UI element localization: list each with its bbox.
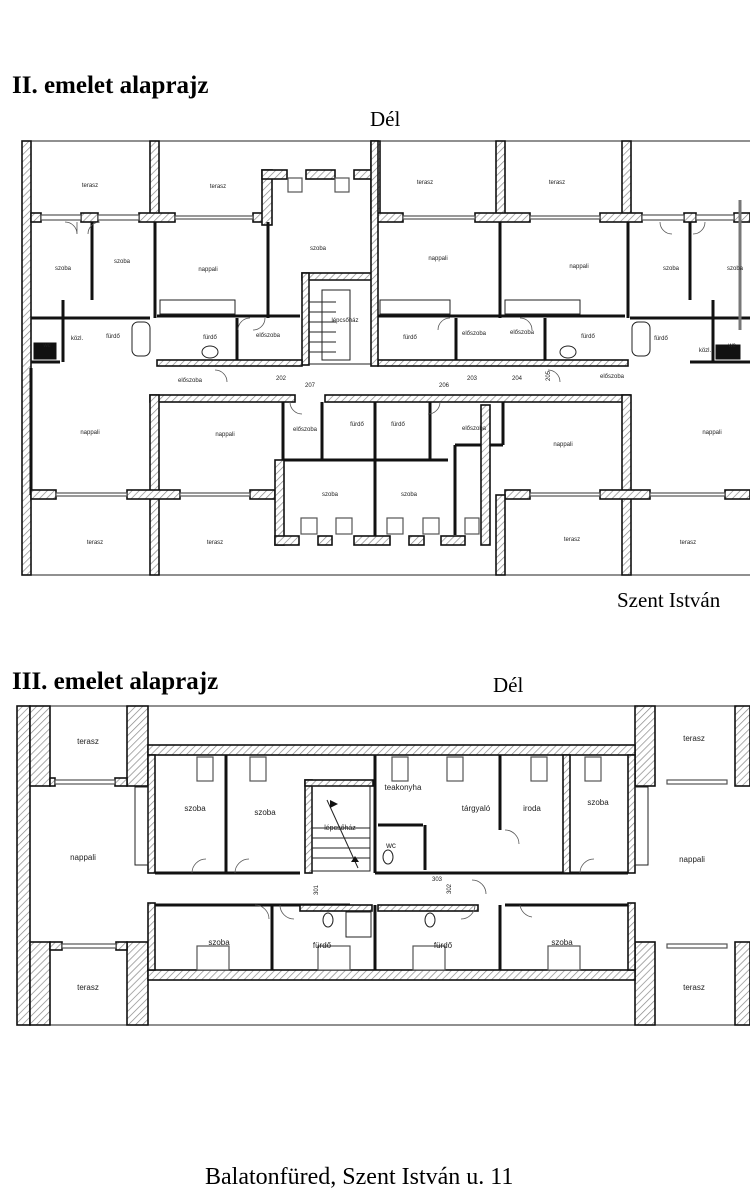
floor3-orientation-label: Dél (493, 673, 524, 697)
room-label: szoba (587, 798, 609, 807)
unit-number: 207 (305, 383, 316, 389)
room-label: szoba (401, 492, 418, 498)
room-label: előszoba (600, 374, 625, 380)
room-label: szoba (663, 266, 680, 272)
room-label: terasz (77, 737, 99, 746)
room-label: nappali (428, 256, 447, 262)
unit-number: 205 (546, 370, 552, 381)
room-label: terasz (210, 184, 226, 190)
room-label: nappali (198, 267, 217, 273)
room-label: fürdő (106, 334, 120, 340)
floor2-room-labels: terasz terasz terasz terasz szoba szoba … (42, 180, 743, 546)
floor2-orientation-label: Dél (370, 107, 401, 131)
room-label: szoba (184, 804, 206, 813)
room-label: szoba (254, 808, 276, 817)
room-label: közl. (699, 348, 712, 354)
room-label: terasz (683, 734, 705, 743)
room-label: nappali (679, 855, 705, 864)
room-label: szoba (322, 492, 339, 498)
room-label: terasz (680, 540, 696, 546)
room-label: előszoba (510, 330, 535, 336)
room-label: szoba (208, 938, 230, 947)
room-label: nappali (702, 430, 721, 436)
room-label: terasz (87, 540, 103, 546)
room-label: terasz (207, 540, 223, 546)
room-label: közl. (71, 336, 84, 342)
unit-number: 206 (439, 383, 450, 389)
room-label: lépcsőház (324, 825, 356, 832)
room-label: nappali (569, 264, 588, 270)
room-label: fürdő (403, 335, 417, 341)
room-label: fürdő (654, 336, 668, 342)
room-label: fürdő (350, 422, 364, 428)
room-label: előszoba (178, 378, 203, 384)
room-label: előszoba (293, 427, 318, 433)
room-label: szoba (727, 266, 744, 272)
room-label: fürdő (313, 941, 332, 950)
room-label: terasz (683, 983, 705, 992)
room-label: fürdő (581, 334, 595, 340)
room-label: wc (42, 343, 50, 349)
room-label: terasz (549, 180, 565, 186)
room-label: előszoba (462, 426, 487, 432)
unit-number: 301 (314, 884, 320, 895)
room-label: terasz (564, 537, 580, 543)
room-label: előszoba (256, 333, 281, 339)
room-label: fürdő (203, 335, 217, 341)
room-label: tárgyaló (462, 804, 491, 813)
room-label: terasz (77, 983, 99, 992)
room-label: terasz (82, 183, 98, 189)
room-label: lépcsőház (331, 318, 358, 324)
floor2-title: II. emelet alaprajz (12, 72, 209, 99)
floor3-plan (16, 705, 750, 1026)
room-label: fürdő (434, 941, 453, 950)
room-label: szoba (55, 266, 72, 272)
room-label: wc (727, 343, 735, 349)
room-label: előszoba (462, 331, 487, 337)
room-label: szoba (114, 259, 131, 265)
room-label: nappali (80, 430, 99, 436)
room-label: szoba (310, 246, 327, 252)
room-label: terasz (417, 180, 433, 186)
room-label: szoba (551, 938, 573, 947)
floor2-plan (21, 140, 750, 576)
floor2-street-label: Szent István (617, 588, 721, 612)
unit-number: 203 (467, 376, 478, 382)
room-label: nappali (70, 853, 96, 862)
room-label: wc (385, 841, 396, 850)
unit-number: 204 (512, 376, 523, 382)
floor3-room-labels: terasz szoba szoba lépcsőház teakonyha t… (70, 734, 705, 992)
room-label: iroda (523, 804, 541, 813)
room-label: nappali (553, 442, 572, 448)
room-label: nappali (215, 432, 234, 438)
unit-number: 302 (447, 883, 453, 894)
floor3-title: III. emelet alaprajz (12, 668, 219, 695)
room-label: fürdő (391, 422, 405, 428)
unit-number: 202 (276, 376, 287, 382)
unit-number: 303 (432, 877, 443, 883)
room-label: teakonyha (385, 783, 422, 792)
